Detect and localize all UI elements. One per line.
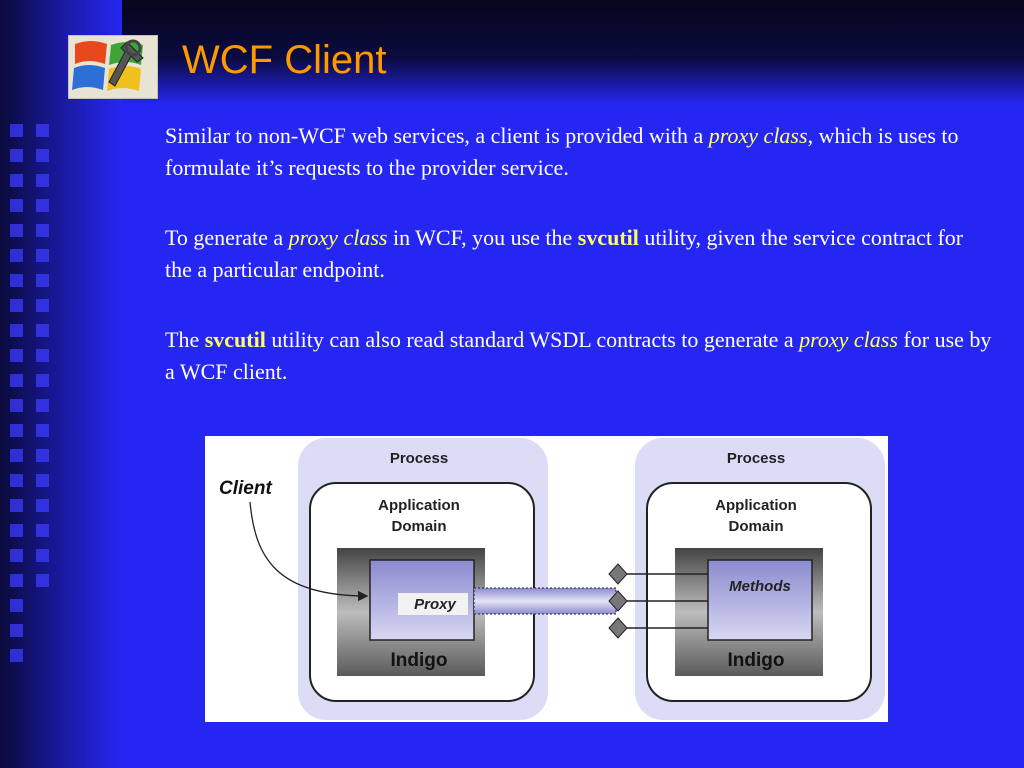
slide-title: WCF Client bbox=[182, 38, 387, 82]
decor-square bbox=[10, 399, 23, 412]
decor-square bbox=[36, 449, 49, 462]
left-indigo-label: Indigo bbox=[391, 650, 448, 671]
decor-square bbox=[10, 324, 23, 337]
decor-square bbox=[10, 524, 23, 537]
header-band bbox=[122, 0, 1024, 105]
decor-square bbox=[10, 649, 23, 662]
decor-square bbox=[36, 174, 49, 187]
decor-square bbox=[36, 299, 49, 312]
decor-square bbox=[36, 574, 49, 587]
decor-square bbox=[10, 549, 23, 562]
decor-square bbox=[10, 374, 23, 387]
decor-square bbox=[10, 574, 23, 587]
methods-label: Methods bbox=[729, 578, 791, 595]
text-run: To generate a bbox=[165, 225, 289, 250]
left-domain-line2: Domain bbox=[391, 518, 446, 535]
decor-square bbox=[10, 174, 23, 187]
decor-square bbox=[36, 274, 49, 287]
decor-square bbox=[36, 474, 49, 487]
decor-square bbox=[10, 249, 23, 262]
decor-square bbox=[10, 599, 23, 612]
decor-square bbox=[36, 549, 49, 562]
left-process-label: Process bbox=[390, 450, 448, 467]
text-run: utility can also read standard WSDL cont… bbox=[265, 327, 800, 352]
decor-square bbox=[36, 399, 49, 412]
proxy-label-bg bbox=[398, 593, 468, 615]
client-arrow bbox=[249, 501, 369, 602]
left-decor-strip bbox=[0, 0, 122, 768]
decor-square bbox=[36, 224, 49, 237]
decor-square bbox=[36, 349, 49, 362]
decor-square bbox=[10, 124, 23, 137]
decor-square bbox=[36, 374, 49, 387]
decor-square bbox=[10, 149, 23, 162]
decor-square bbox=[10, 274, 23, 287]
text-run: , which is uses to formulate it’s reques… bbox=[165, 123, 959, 180]
emphasis-proxy-class: proxy class bbox=[799, 327, 898, 352]
decor-square bbox=[10, 224, 23, 237]
emphasis-proxy-class: proxy class bbox=[708, 123, 808, 148]
decor-square bbox=[10, 299, 23, 312]
paragraph-2: To generate a proxy class in WCF, you us… bbox=[165, 222, 995, 286]
decor-square bbox=[10, 499, 23, 512]
endpoint-diamond-icon bbox=[608, 563, 628, 585]
decor-square bbox=[10, 624, 23, 637]
paragraph-1: Similar to non-WCF web services, a clien… bbox=[165, 120, 995, 184]
wcf-diagram: Process Application Domain Proxy Indigo … bbox=[205, 436, 888, 722]
endpoint-diamond-icon bbox=[608, 617, 628, 639]
wcf-diagram-svg: Process Application Domain Proxy Indigo … bbox=[219, 438, 885, 720]
proxy-label: Proxy bbox=[414, 596, 456, 613]
right-domain-line2: Domain bbox=[728, 518, 783, 535]
decor-square bbox=[10, 474, 23, 487]
emphasis-svcutil: svcutil bbox=[577, 225, 639, 250]
decor-square bbox=[36, 124, 49, 137]
paragraph-3: The svcutil utility can also read standa… bbox=[165, 324, 995, 388]
decor-square bbox=[10, 349, 23, 362]
decor-square bbox=[36, 249, 49, 262]
slide-body: Similar to non-WCF web services, a clien… bbox=[165, 120, 995, 426]
decor-square bbox=[36, 424, 49, 437]
emphasis-proxy-class: proxy class bbox=[288, 225, 388, 250]
right-methods-box bbox=[707, 559, 813, 641]
text-run: Similar to non-WCF web services, a clien… bbox=[165, 123, 709, 148]
decor-square bbox=[10, 199, 23, 212]
right-process-label: Process bbox=[727, 450, 785, 467]
endpoint-diamond-icon bbox=[608, 590, 628, 612]
channel-pipe bbox=[473, 587, 617, 615]
decor-square bbox=[10, 424, 23, 437]
text-run: The bbox=[165, 327, 205, 352]
decor-square bbox=[36, 324, 49, 337]
text-run: for use by a WCF client. bbox=[165, 327, 992, 384]
decor-square bbox=[36, 199, 49, 212]
decor-square bbox=[10, 449, 23, 462]
left-domain-line1: Application bbox=[378, 497, 460, 514]
right-indigo-label: Indigo bbox=[728, 650, 785, 671]
decor-square bbox=[36, 499, 49, 512]
windows-tools-logo bbox=[68, 35, 158, 99]
decor-square bbox=[36, 524, 49, 537]
windows-flag-icon bbox=[69, 36, 157, 98]
emphasis-svcutil: svcutil bbox=[204, 327, 266, 352]
right-domain-line1: Application bbox=[715, 497, 797, 514]
text-run: in WCF, you use the bbox=[387, 225, 578, 250]
client-label: Client bbox=[219, 478, 272, 499]
text-run: utility, given the service contract for … bbox=[165, 225, 964, 282]
decor-square bbox=[36, 149, 49, 162]
